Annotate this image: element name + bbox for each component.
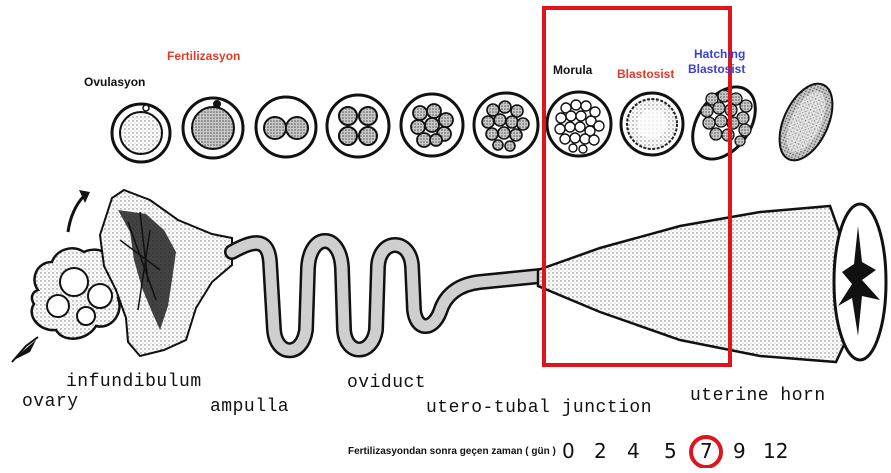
- embryo-stage-4-cell: [327, 95, 389, 157]
- embryo-stage-8-cell: [401, 94, 463, 156]
- embryo-stage-hatched: [769, 76, 844, 169]
- timeline-day: 5: [664, 439, 677, 463]
- timeline-day: 2: [594, 439, 607, 463]
- label-fertilization: Fertilizasyon: [167, 49, 240, 63]
- label-hatching-line1: Hatching: [694, 47, 745, 61]
- label-ampulla: ampulla: [210, 397, 289, 417]
- embryo-stage-morula: [547, 92, 611, 156]
- label-blastocyst: Blastosist: [617, 67, 674, 81]
- infundibulum-illustration: [100, 190, 232, 356]
- timeline-day: 9: [733, 439, 746, 463]
- label-infundibulum: infundibulum: [66, 372, 202, 392]
- timeline-day-highlighted: 7: [700, 439, 713, 463]
- embryo-stage-fertilized: [183, 98, 243, 158]
- uterine-horn-illustration: [538, 204, 886, 362]
- label-uterine-horn: uterine horn: [690, 386, 826, 406]
- label-ovary: ovary: [22, 392, 79, 412]
- timeline-day: 12: [763, 439, 788, 463]
- embryo-stage-blastocyst: [621, 93, 683, 155]
- label-ovulation: Ovulasyon: [84, 75, 145, 89]
- embryo-stage-2-cell: [256, 97, 316, 157]
- movement-arrow-icon: [68, 190, 90, 232]
- embryo-stage-ovulation: [112, 104, 170, 162]
- timeline-day: 0: [562, 439, 575, 463]
- label-oviduct: oviduct: [347, 373, 426, 393]
- timeline-day: 4: [627, 439, 640, 463]
- label-hatching-line2: Blastosist: [688, 62, 745, 76]
- label-morula: Morula: [553, 63, 592, 77]
- label-utero-tubal-junction: utero-tubal junction: [426, 398, 652, 418]
- embryo-stage-16-cell: [474, 93, 538, 157]
- embryo-stage-hatching-blastocyst: [680, 75, 768, 170]
- timeline-title: Fertilizasyondan sonra geçen zaman ( gün…: [348, 446, 556, 457]
